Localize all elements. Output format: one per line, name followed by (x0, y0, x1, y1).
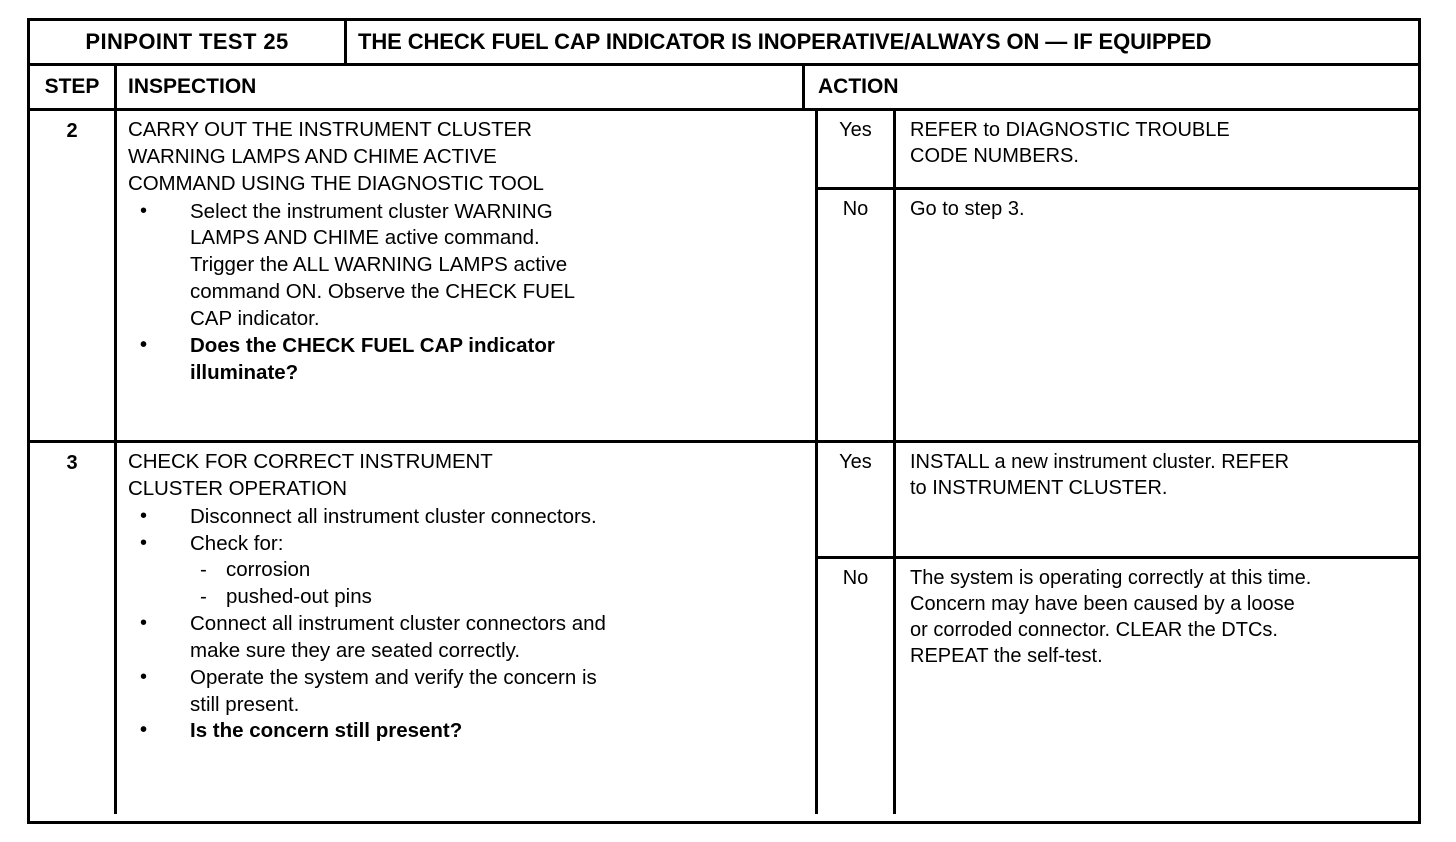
inspection-bullet: Disconnect all instrument cluster connec… (128, 503, 807, 531)
inspection-sub-list: corrosion pushed-out pins (190, 557, 807, 611)
action-line: CODE NUMBERS. (910, 145, 1079, 167)
branch-label-no: No (818, 559, 896, 814)
branch-label-yes: Yes (818, 111, 896, 187)
inspection-bullet-question: Is the concern still present? (128, 717, 807, 745)
inspection-sub-item: pushed-out pins (190, 584, 807, 611)
bullet-line: Disconnect all instrument cluster connec… (190, 504, 597, 528)
action-line: REFER to DIAGNOSTIC TROUBLE (910, 119, 1230, 141)
pinpoint-test-label: PINPOINT TEST 25 (30, 21, 347, 63)
bullet-line: Does the CHECK FUEL CAP indicator (190, 333, 555, 357)
bullet-line: still present. (190, 692, 300, 716)
bullet-line: CAP indicator. (190, 306, 320, 330)
action-line: Concern may have been caused by a loose (910, 593, 1295, 615)
inspection-heading: CARRY OUT THE INSTRUMENT CLUSTER WARNING… (128, 117, 807, 198)
action-branch-yes: Yes INSTALL a new instrument cluster. RE… (818, 443, 1418, 559)
inspection-bullet: Select the instrument cluster WARNING LA… (128, 198, 807, 333)
inspection-heading: CHECK FOR CORRECT INSTRUMENT CLUSTER OPE… (128, 449, 807, 503)
table-row: 2 CARRY OUT THE INSTRUMENT CLUSTER WARNI… (30, 111, 1418, 443)
inspection-heading-line: COMMAND USING THE DIAGNOSTIC TOOL (128, 171, 544, 195)
table-row: 3 CHECK FOR CORRECT INSTRUMENT CLUSTER O… (30, 443, 1418, 814)
column-header-inspection: INSPECTION (117, 66, 805, 108)
branch-action-text: REFER to DIAGNOSTIC TROUBLE CODE NUMBERS… (896, 111, 1418, 187)
table-header-row: STEP INSPECTION ACTION (30, 66, 1418, 111)
branch-action-text: INSTALL a new instrument cluster. REFER … (896, 443, 1418, 556)
action-branch-no: No Go to step 3. (818, 190, 1418, 440)
inspection-heading-line: CARRY OUT THE INSTRUMENT CLUSTER (128, 118, 532, 141)
inspection-bullet: Operate the system and verify the concer… (128, 664, 807, 719)
inspection-cell: CARRY OUT THE INSTRUMENT CLUSTER WARNING… (117, 111, 818, 440)
step-number: 2 (30, 111, 117, 440)
bullet-line: Is the concern still present? (190, 719, 463, 743)
branch-action-text: The system is operating correctly at thi… (896, 559, 1418, 814)
inspection-bullet-list: Select the instrument cluster WARNING LA… (128, 198, 807, 387)
action-line: REPEAT the self-test. (910, 645, 1103, 667)
bullet-line: Operate the system and verify the concer… (190, 665, 597, 689)
action-cell: Yes INSTALL a new instrument cluster. RE… (818, 443, 1418, 814)
pinpoint-test-table: PINPOINT TEST 25 THE CHECK FUEL CAP INDI… (27, 18, 1421, 824)
inspection-bullet: Connect all instrument cluster connector… (128, 610, 807, 665)
table-title-row: PINPOINT TEST 25 THE CHECK FUEL CAP INDI… (30, 21, 1418, 66)
action-cell: Yes REFER to DIAGNOSTIC TROUBLE CODE NUM… (818, 111, 1418, 440)
action-branch-yes: Yes REFER to DIAGNOSTIC TROUBLE CODE NUM… (818, 111, 1418, 190)
step-number: 3 (30, 443, 117, 814)
bullet-line: Connect all instrument cluster connector… (190, 612, 606, 636)
bullet-line: Check for: (190, 531, 284, 555)
inspection-heading-line: CHECK FOR CORRECT INSTRUMENT (128, 450, 493, 473)
action-branch-no: No The system is operating correctly at … (818, 559, 1418, 814)
action-line: to INSTRUMENT CLUSTER. (910, 477, 1168, 499)
action-line: INSTALL a new instrument cluster. REFER (910, 451, 1290, 473)
bullet-line: make sure they are seated correctly. (190, 638, 521, 662)
bullet-line: illuminate? (190, 360, 299, 384)
inspection-cell: CHECK FOR CORRECT INSTRUMENT CLUSTER OPE… (117, 443, 818, 814)
action-line: Go to step 3. (910, 198, 1025, 220)
branch-label-yes: Yes (818, 443, 896, 556)
pinpoint-test-title: THE CHECK FUEL CAP INDICATOR IS INOPERAT… (358, 29, 1212, 54)
bullet-line: Select the instrument cluster WARNING (190, 199, 553, 223)
action-line: The system is operating correctly at thi… (910, 567, 1312, 589)
inspection-heading-line: CLUSTER OPERATION (128, 476, 347, 500)
inspection-sub-item: corrosion (190, 557, 807, 584)
inspection-bullet-list: Disconnect all instrument cluster connec… (128, 503, 807, 746)
bullet-line: command ON. Observe the CHECK FUEL (190, 280, 576, 304)
action-line: or corroded connector. CLEAR the DTCs. (910, 619, 1278, 641)
inspection-heading-line: WARNING LAMPS AND CHIME ACTIVE (128, 144, 497, 168)
inspection-bullet: Check for: corrosion pushed-out pins (128, 530, 807, 612)
bullet-line: Trigger the ALL WARNING LAMPS active (190, 253, 568, 277)
column-header-action: ACTION (818, 75, 899, 98)
bullet-line: LAMPS AND CHIME active command. (190, 226, 540, 250)
inspection-bullet-question: Does the CHECK FUEL CAP indicator illumi… (128, 332, 807, 387)
branch-action-text: Go to step 3. (896, 190, 1418, 440)
branch-label-no: No (818, 190, 896, 440)
column-header-step: STEP (30, 66, 117, 108)
